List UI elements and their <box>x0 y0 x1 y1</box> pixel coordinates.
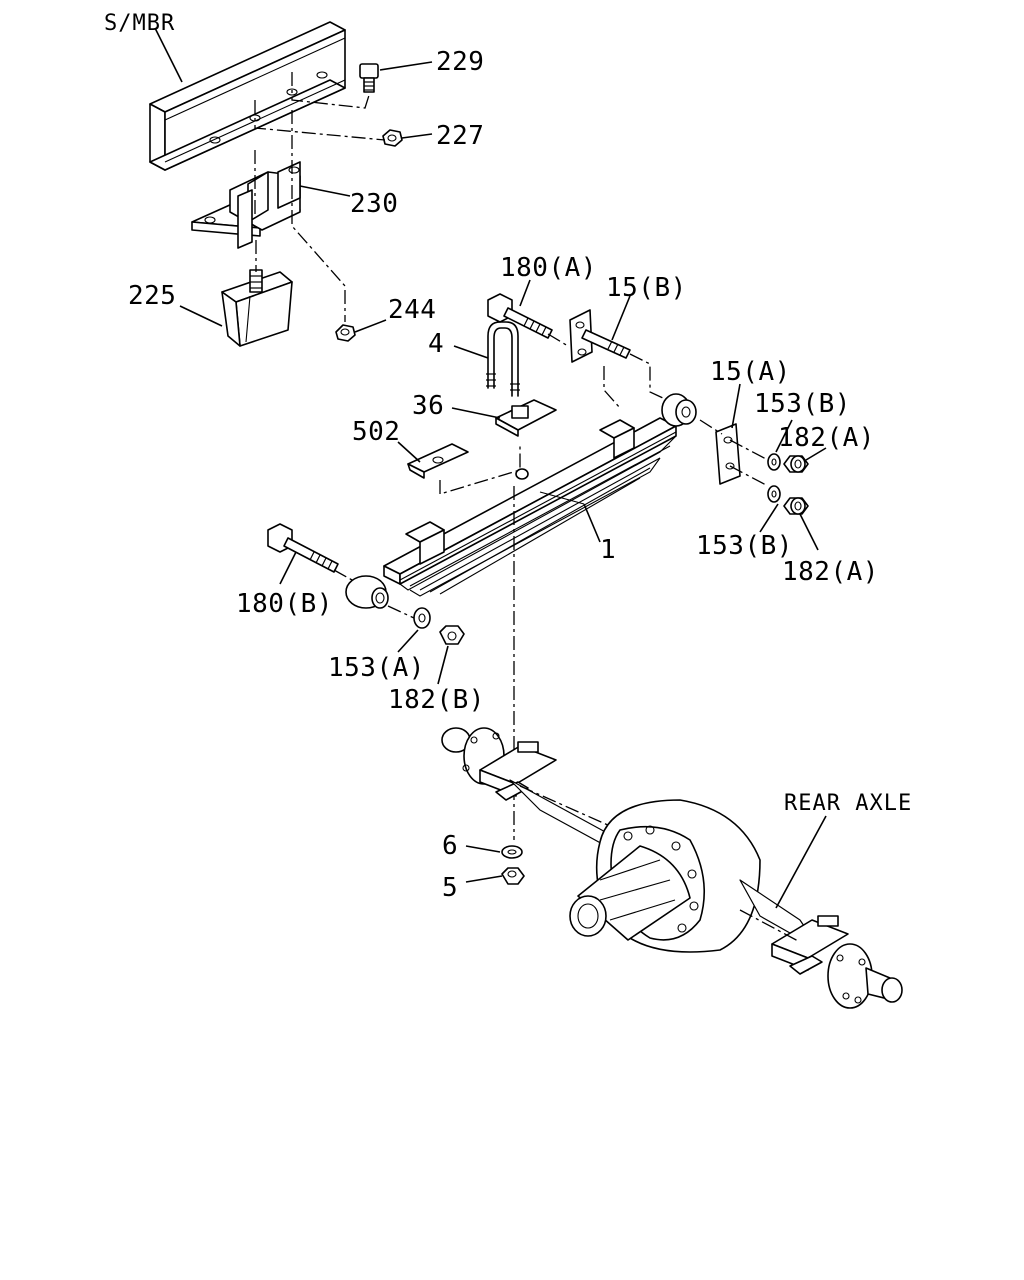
label-part-180b: 180(B) <box>236 589 333 619</box>
rear-axle <box>441 727 903 1009</box>
nut-182a-bottom <box>783 497 809 515</box>
label-part-4: 4 <box>428 329 444 359</box>
bolt-229 <box>359 63 379 93</box>
nut-182a-top <box>783 455 809 473</box>
label-part-230: 230 <box>350 189 398 219</box>
label-part-502: 502 <box>352 417 400 447</box>
label-part-15a: 15(A) <box>710 357 791 387</box>
label-part-1: 1 <box>600 535 616 565</box>
label-part-5: 5 <box>442 873 458 903</box>
label-rear-axle: REAR AXLE <box>784 791 912 816</box>
label-part-182a-top: 182(A) <box>778 423 875 453</box>
label-part-153a: 153(A) <box>328 653 425 683</box>
label-part-182b: 182(B) <box>388 685 485 715</box>
label-part-36: 36 <box>412 391 444 421</box>
bolt-180a <box>487 293 553 339</box>
center-nut <box>515 468 529 480</box>
label-part-153b-top: 153(B) <box>754 389 851 419</box>
washer-153a <box>413 607 431 629</box>
nut-244 <box>335 324 356 342</box>
label-part-153b-bottom: 153(B) <box>696 531 793 561</box>
u-bolt-4 <box>486 321 520 397</box>
label-part-6: 6 <box>442 831 458 861</box>
label-side-member: S/MBR <box>104 11 175 36</box>
clip-502 <box>407 443 469 479</box>
label-part-15b: 15(B) <box>606 273 687 303</box>
label-part-180a: 180(A) <box>500 253 597 283</box>
label-part-227: 227 <box>436 121 484 151</box>
bolt-180b <box>267 523 339 573</box>
bracket-230 <box>191 161 301 249</box>
label-part-244: 244 <box>388 295 436 325</box>
washer-153b-top <box>767 453 781 471</box>
shackle-plate-15b <box>569 309 631 363</box>
leaf-spring-1 <box>345 393 697 609</box>
label-part-229: 229 <box>436 47 484 77</box>
washer-6 <box>501 845 523 859</box>
side-member <box>149 21 346 171</box>
washer-153b-bottom <box>767 485 781 503</box>
plate-36 <box>495 399 557 437</box>
stopper-225 <box>221 269 293 347</box>
nut-5 <box>501 867 525 885</box>
label-part-225: 225 <box>128 281 176 311</box>
label-part-182a-bottom: 182(A) <box>782 557 879 587</box>
nut-227 <box>382 129 403 147</box>
shackle-plate-15a <box>715 423 741 485</box>
nut-182b <box>439 625 465 645</box>
